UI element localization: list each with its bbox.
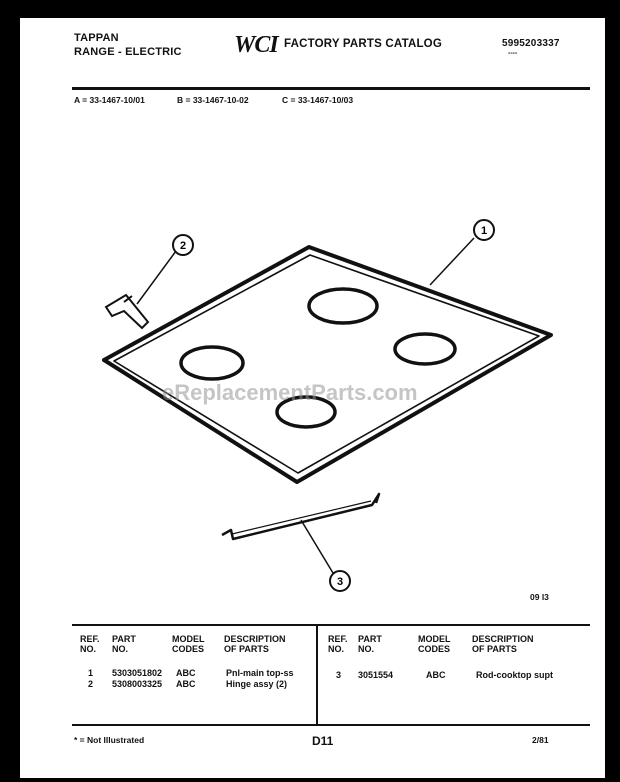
table-top-rule (72, 624, 590, 626)
callout-3-label: 3 (337, 576, 343, 588)
watermark: eReplacementParts.com (162, 380, 418, 405)
table-row-desc: Pnl-main top-ss (226, 668, 294, 678)
table-row-model: ABC (426, 670, 446, 680)
callout-2-label: 2 (180, 240, 186, 252)
burner-opening-right (393, 332, 457, 366)
hinge-assy (104, 293, 150, 330)
table-row-ref: 1 (88, 668, 94, 678)
callout-1-label: 1 (481, 225, 487, 237)
table-row-part: 3051554 (358, 670, 394, 680)
table-row-model: ABC (176, 679, 196, 689)
brand-name: TAPPAN (74, 32, 119, 44)
table-row-ref: 2 (88, 679, 94, 689)
burner-opening-back (307, 287, 379, 325)
callout-1: 1 (473, 219, 495, 241)
model-c: C = 33-1467-10/03 (282, 95, 354, 105)
page-number: D11 (312, 734, 334, 748)
col-ref-header-right: REF.NO. (328, 634, 348, 654)
burner-opening-left (179, 345, 245, 381)
catalog-number: 5995203337 (502, 38, 560, 49)
model-b: B = 33-1467-10-02 (177, 95, 249, 105)
table-row-desc: Rod-cooktop supt (476, 670, 553, 680)
rod-cooktop-support (221, 492, 381, 541)
table-row-ref: 3 (336, 670, 342, 680)
footnote: * = Not Illustrated (74, 735, 145, 745)
catalog-date: 2/81 (532, 735, 549, 745)
catalog-sub: ---- (508, 50, 518, 57)
table-row-part: 5308003325 (112, 679, 163, 689)
table-row-desc: Hinge assy (2) (226, 679, 288, 689)
product-type: RANGE - ELECTRIC (74, 46, 182, 58)
table-row-model: ABC (176, 668, 196, 678)
burner-opening-front (275, 395, 337, 429)
main-top-panel (102, 245, 553, 484)
figure-code: 09 l3 (530, 592, 549, 602)
wci-logo: WCI (234, 32, 279, 58)
main-top-panel-inner (113, 254, 540, 474)
callout-3: 3 (329, 570, 351, 592)
col-ref-header: REF.NO. (80, 634, 100, 654)
header-rule (72, 87, 590, 90)
table-divider (316, 624, 318, 724)
callout-2: 2 (172, 234, 194, 256)
catalog-title: FACTORY PARTS CATALOG (284, 38, 442, 50)
cooktop-diagram: 1 2 3 (102, 219, 553, 592)
table-row-part: 5303051802 (112, 668, 163, 678)
catalog-page: TAPPAN RANGE - ELECTRIC WCI FACTORY PART… (20, 18, 605, 778)
table-bottom-rule (72, 724, 590, 726)
model-a: A = 33-1467-10/01 (74, 95, 145, 105)
